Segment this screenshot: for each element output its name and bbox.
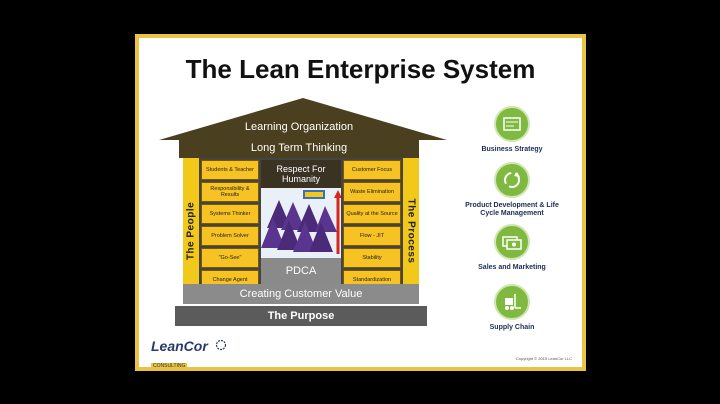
process-box: Waste Elimination [343, 182, 401, 202]
category-sales-marketing: Sales and Marketing [457, 224, 567, 272]
pyramid-illustration [261, 188, 341, 258]
category-supply-chain: Supply Chain [457, 284, 567, 332]
category-business-strategy: Business Strategy [457, 106, 567, 154]
leancor-logo: LeanCor CONSULTING [151, 338, 227, 372]
people-box: Problem Solver [201, 226, 259, 246]
house-roof [159, 98, 447, 140]
forklift-icon [494, 284, 530, 320]
process-pillar-label: The Process [405, 198, 417, 264]
people-column: Students & Teacher Responsibility & Resu… [201, 160, 259, 292]
long-term-thinking: Long Term Thinking [179, 138, 419, 158]
process-pillar: The Process [403, 158, 419, 304]
process-box: Flow - JIT [343, 226, 401, 246]
pdca-block: PDCA [261, 258, 341, 284]
people-pillar-label: The People [185, 201, 197, 261]
slide: The Lean Enterprise System Learning Orga… [139, 38, 582, 369]
category-label: Supply Chain [489, 324, 535, 331]
category-label: Business Strategy [481, 146, 543, 153]
respect-for-humanity: Respect For Humanity [261, 160, 341, 188]
process-column: Customer Focus Waste Elimination Quality… [343, 160, 401, 292]
process-box: Stability [343, 248, 401, 268]
category-label: Product Development & Life Cycle Managem… [465, 202, 559, 218]
money-icon [494, 224, 530, 260]
the-purpose: The Purpose [175, 306, 427, 326]
people-pillar: The People [183, 158, 199, 304]
category-label: Sales and Marketing [478, 264, 546, 271]
people-box: Students & Teacher [201, 160, 259, 180]
slide-frame: The Lean Enterprise System Learning Orga… [135, 34, 586, 371]
logo-text: LeanCor [151, 338, 208, 354]
people-box: Responsibility & Results [201, 182, 259, 202]
people-box: Systems Thinker [201, 204, 259, 224]
logo-subtext: CONSULTING [151, 363, 188, 369]
roof-label: Learning Organization [244, 121, 354, 133]
strategy-icon [494, 106, 530, 142]
cycle-icon [494, 162, 530, 198]
people-box: "Go-See" [201, 248, 259, 268]
process-box: Quality at the Source [343, 204, 401, 224]
copyright: Copyright © 2015 LeanCor LLC [515, 356, 572, 361]
slide-title: The Lean Enterprise System [185, 54, 536, 84]
category-product-development: Product Development & Life Cycle Managem… [457, 162, 567, 218]
creating-customer-value: Creating Customer Value [183, 284, 419, 304]
logo-gear-icon [215, 339, 227, 351]
process-box: Customer Focus [343, 160, 401, 180]
